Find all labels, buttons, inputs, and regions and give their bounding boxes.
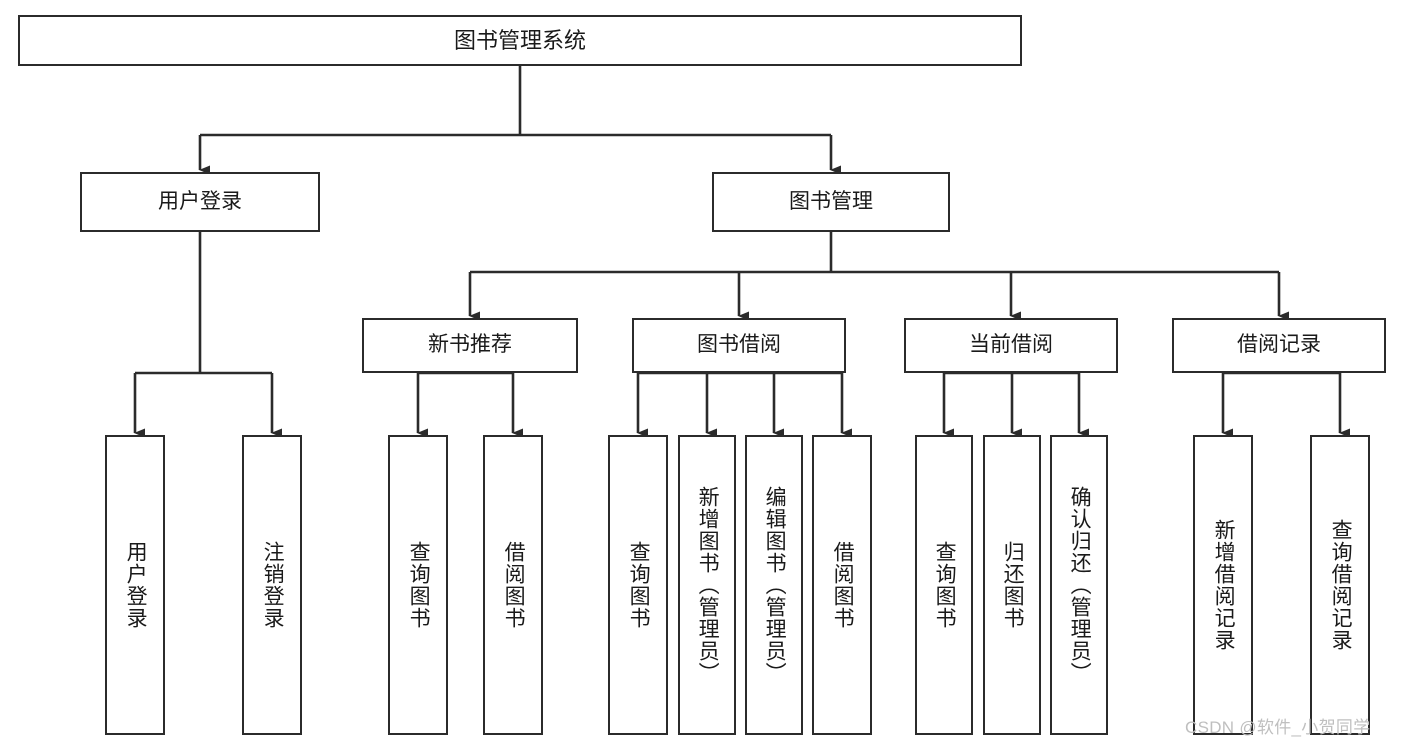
node-borrow-book-2: 借阅图书 xyxy=(812,435,872,735)
node-label: 新增图书（管理员） xyxy=(696,486,720,684)
node-book-borrow: 图书借阅 xyxy=(632,318,846,373)
node-label: 查询图书 xyxy=(627,541,651,629)
node-label: 用户登录 xyxy=(124,541,148,629)
node-root: 图书管理系统 xyxy=(18,15,1022,66)
node-label: 查询借阅记录 xyxy=(1329,519,1353,651)
node-user-login-do: 用户登录 xyxy=(105,435,165,735)
node-confirm-return-admin: 确认归还（管理员） xyxy=(1050,435,1108,735)
node-label: 归还图书 xyxy=(1001,541,1025,629)
node-borrow-record: 借阅记录 xyxy=(1172,318,1386,373)
node-label: 当前借阅 xyxy=(969,333,1053,357)
node-label: 借阅图书 xyxy=(502,541,526,629)
node-return-book: 归还图书 xyxy=(983,435,1041,735)
node-query-book-2: 查询图书 xyxy=(608,435,668,735)
node-label: 编辑图书（管理员） xyxy=(763,486,787,684)
node-new-book-recommend: 新书推荐 xyxy=(362,318,578,373)
node-label: 图书管理系统 xyxy=(453,27,586,53)
node-label: 用户登录 xyxy=(158,189,242,213)
node-user-logout: 注销登录 xyxy=(242,435,302,735)
node-label: 查询图书 xyxy=(407,541,431,629)
watermark: CSDN @软件_小贺同学 xyxy=(1185,718,1371,737)
node-label: 确认归还（管理员） xyxy=(1068,486,1092,684)
node-query-book-3: 查询图书 xyxy=(915,435,973,735)
node-label: 查询图书 xyxy=(933,541,957,629)
node-query-borrow-record: 查询借阅记录 xyxy=(1310,435,1370,735)
node-label: 图书管理 xyxy=(789,189,873,213)
node-label: 新书推荐 xyxy=(428,333,512,357)
node-label: 新增借阅记录 xyxy=(1212,519,1236,651)
node-borrow-book-1: 借阅图书 xyxy=(483,435,543,735)
node-label: 借阅记录 xyxy=(1237,333,1321,357)
node-label: 借阅图书 xyxy=(831,541,855,629)
node-book-manage: 图书管理 xyxy=(712,172,950,232)
node-add-book-admin: 新增图书（管理员） xyxy=(678,435,736,735)
node-user-login: 用户登录 xyxy=(80,172,320,232)
node-query-book-1: 查询图书 xyxy=(388,435,448,735)
node-label: 图书借阅 xyxy=(697,333,781,357)
node-add-borrow-record: 新增借阅记录 xyxy=(1193,435,1253,735)
node-edit-book-admin: 编辑图书（管理员） xyxy=(745,435,803,735)
node-current-borrow: 当前借阅 xyxy=(904,318,1118,373)
node-label: 注销登录 xyxy=(261,541,285,629)
